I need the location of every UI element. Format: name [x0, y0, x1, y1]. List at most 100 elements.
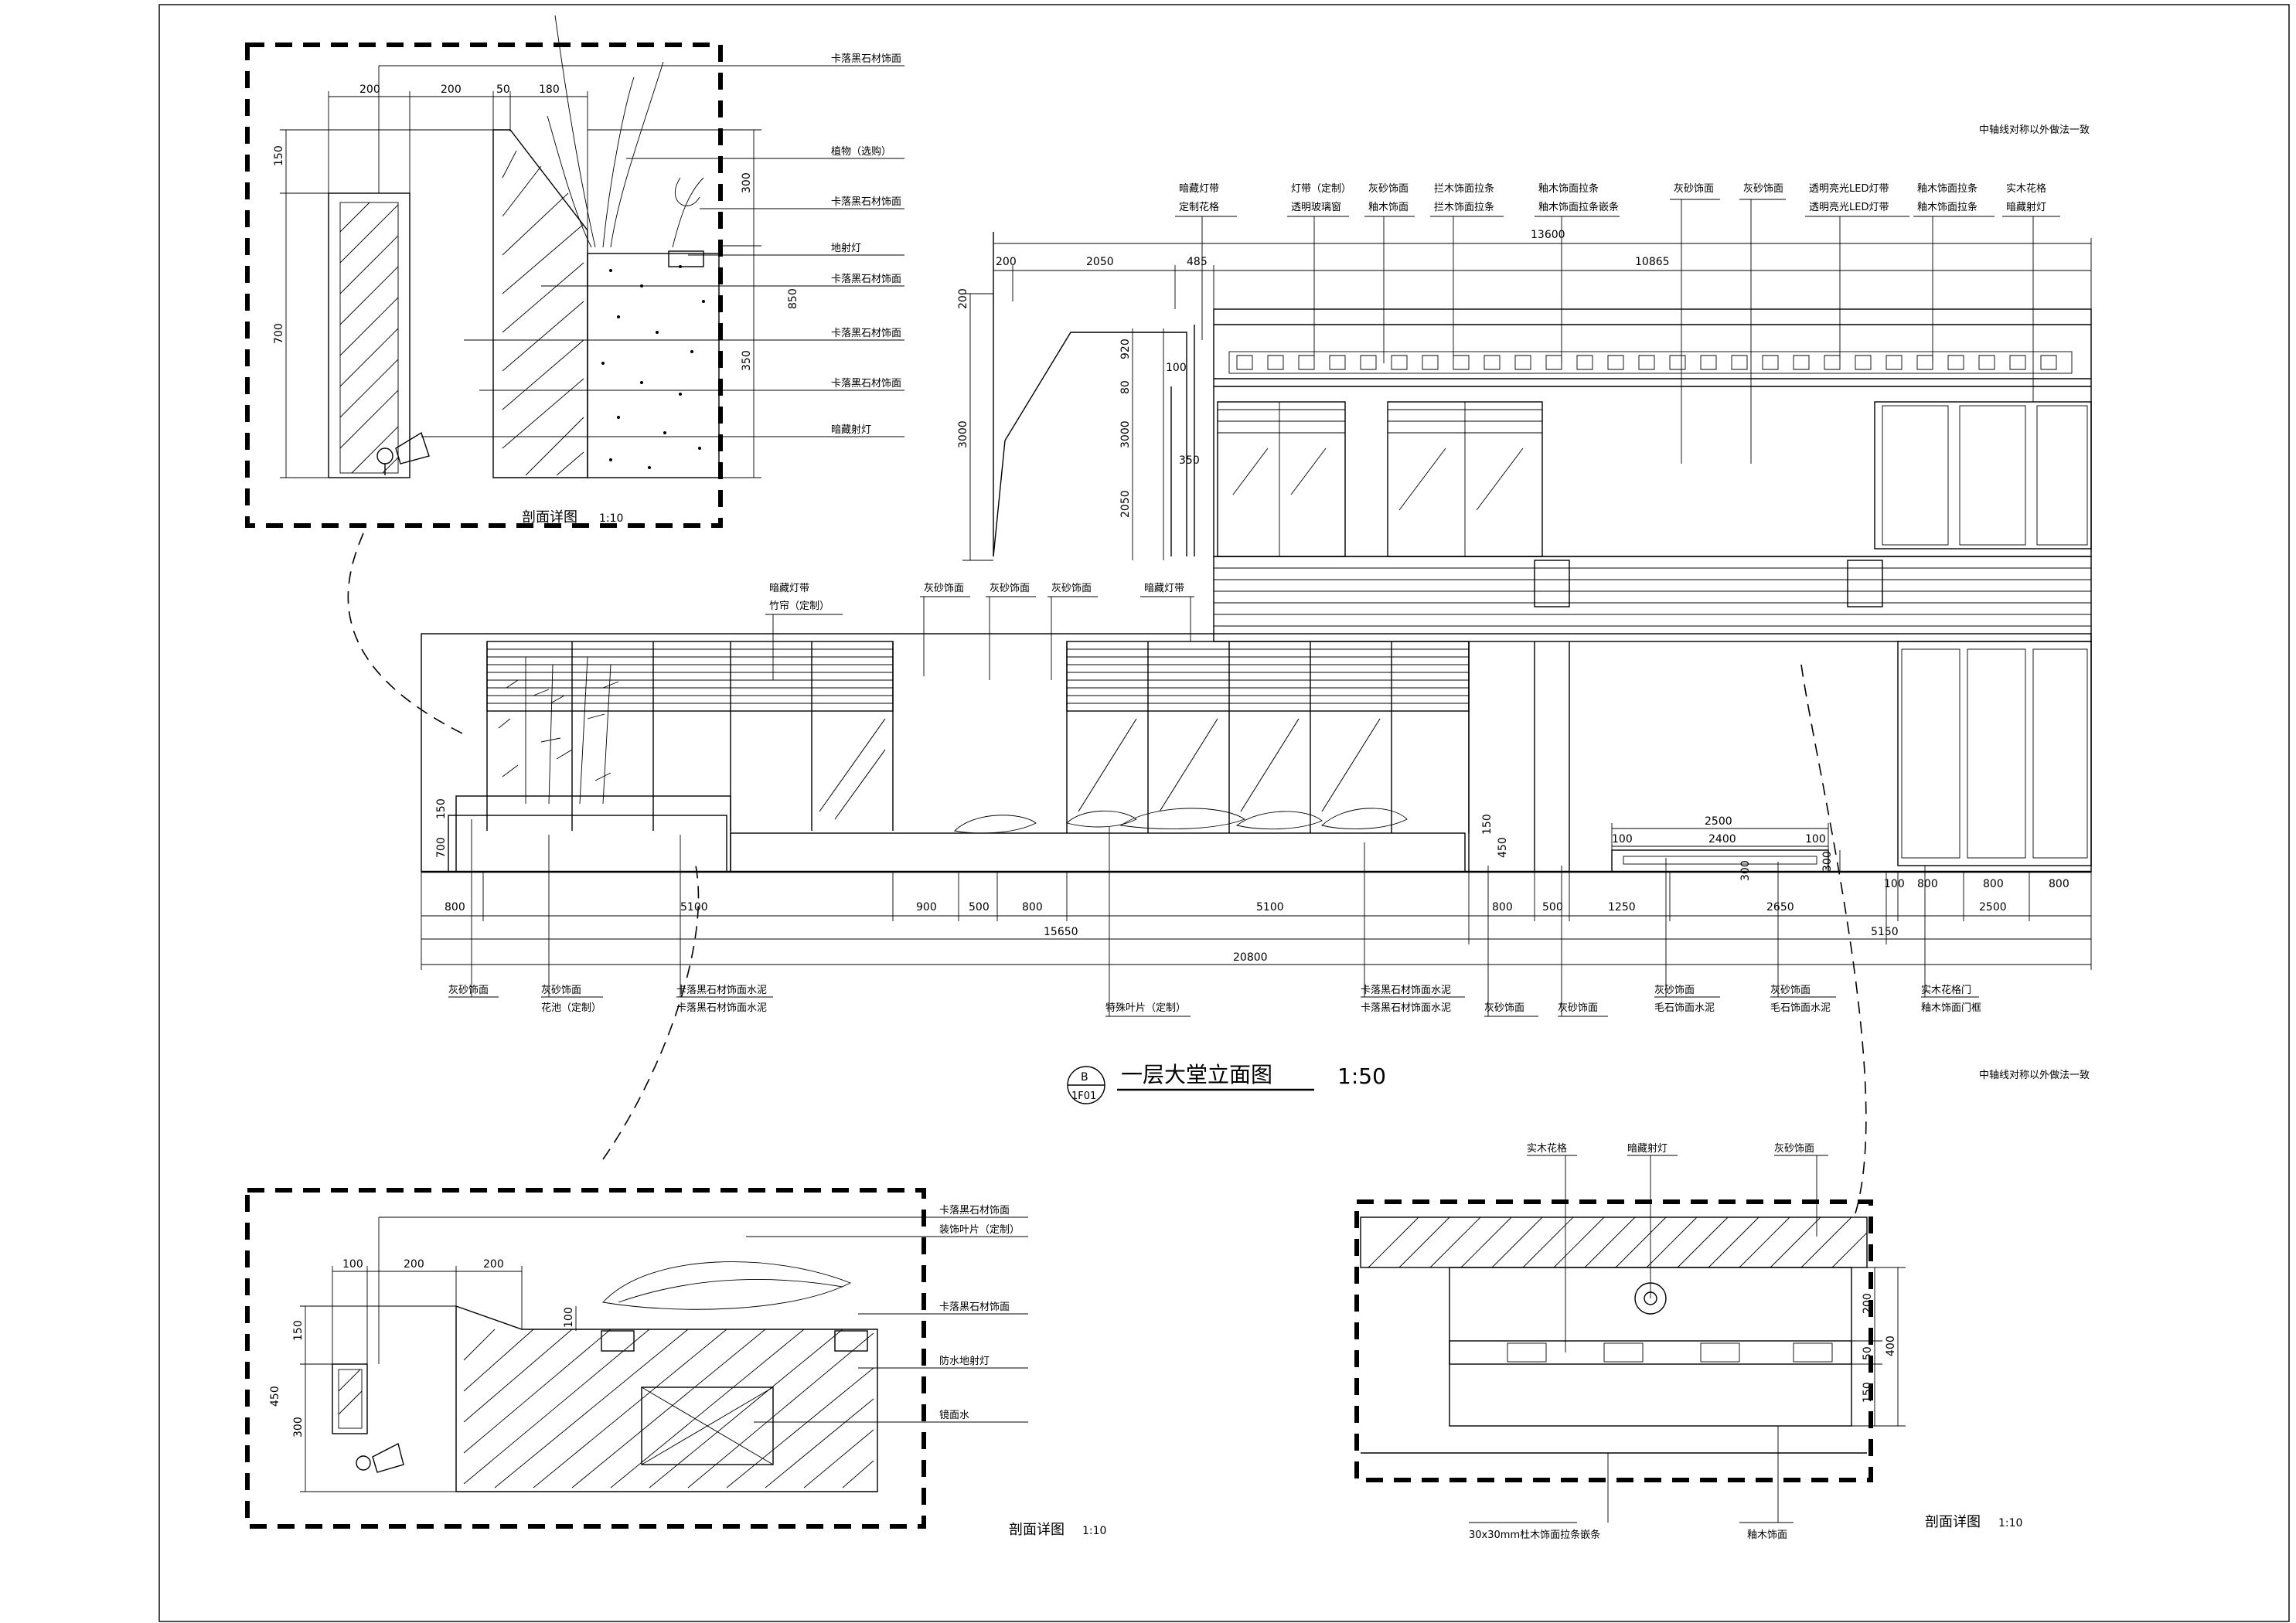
dim-b1-0: 800	[445, 901, 465, 914]
section-tag-sheet: 1F01	[1071, 1091, 1096, 1102]
dim-left-6: 350	[1179, 454, 1200, 467]
dim-tl-3: 50	[496, 83, 510, 96]
top-label-8: 釉木饰面拉条	[1538, 182, 1599, 195]
upper-window-group	[1217, 401, 1543, 557]
bamboo-plants	[498, 656, 619, 805]
dim-bench-2: 2400	[1708, 833, 1736, 846]
dim-tl-right-2: 850	[787, 288, 799, 309]
dim-b-total: 20800	[1233, 951, 1268, 964]
bottom-label-7: 卡落黑石材饰面水泥	[1361, 1002, 1451, 1014]
label-tl-4: 卡落黑石材饰面	[831, 274, 901, 285]
dim-bl-inner: 100	[563, 1307, 575, 1328]
dim-bench-0: 2500	[1705, 815, 1732, 828]
dim-b1-13: 800	[2049, 878, 2069, 890]
dim-top-2: 2050	[1086, 256, 1114, 268]
bottom-label-4: 卡落黑石材饰面水泥	[676, 1002, 767, 1014]
top-label-0: 暗藏灯带	[1179, 183, 1219, 195]
mid-label-1: 竹帘（定制）	[769, 600, 829, 612]
dim-tl-right-3: 350	[741, 350, 753, 371]
note-top-right: 中轴线对称以外做法一致	[1979, 124, 2090, 136]
bottom-label-12: 灰砂饰面	[1770, 985, 1811, 996]
dim-bench-7: 300	[1821, 851, 1834, 872]
dim-bench-1: 100	[1612, 833, 1633, 846]
sheet-border	[158, 4, 2290, 1622]
main-title-block: B 1F01 一层大堂立面图 1:50 中轴线对称以外做法一致	[1067, 1062, 2090, 1104]
bottom-label-13: 毛石饰面水泥	[1770, 1002, 1831, 1014]
dim-bl-left-0: 150	[292, 1320, 305, 1341]
dim-tl-left-1: 150	[273, 145, 285, 166]
dim-tl-2: 200	[441, 83, 462, 96]
dim-b1-1: 5100	[680, 901, 708, 914]
mid-label-5: 暗藏灯带	[1144, 583, 1184, 594]
bottom-label-6: 卡落黑石材饰面水泥	[1361, 985, 1451, 996]
detail-bl-scale: 1:10	[1082, 1525, 1106, 1537]
window-group-right	[1066, 641, 1470, 833]
detail-bl-caption: 剖面详图	[1009, 1522, 1065, 1538]
dim-left-3: 3000	[957, 420, 969, 448]
dim-left-0: 200	[957, 288, 969, 309]
leader-tl	[347, 532, 465, 735]
mid-annotations: 暗藏灯带 竹帘（定制） 灰砂饰面 灰砂饰面 灰砂饰面 暗藏灯带	[765, 583, 1194, 680]
top-label-13: 透明亮光LED灯带	[1809, 201, 1889, 213]
left-height-0: 150	[435, 798, 448, 819]
decorative-leaves	[954, 808, 1408, 834]
top-dimensions: 13600 200 2050 485 10865	[993, 229, 2092, 309]
bottom-label-2: 花池（定制）	[541, 1002, 601, 1014]
top-label-15: 釉木饰面拉条	[1917, 201, 1977, 213]
mid-label-4: 灰砂饰面	[1051, 583, 1092, 594]
dim-br-3: 400	[1885, 1335, 1897, 1356]
dim-b1-5: 5100	[1256, 901, 1284, 914]
mid-label-0: 暗藏灯带	[769, 583, 809, 594]
bottom-label-3: 卡落黑石材饰面水泥	[676, 985, 767, 996]
top-label-17: 暗藏射灯	[2006, 201, 2046, 213]
leader-bl	[602, 865, 700, 1160]
top-annotations: 暗藏灯带 定制花格 灯带（定制） 透明玻璃窗 灰砂饰面 釉木饰面 拦木饰面拉条 …	[1175, 124, 2090, 464]
detail-tl-caption: 剖面详图	[522, 509, 577, 526]
dim-left-4: 3000	[1119, 420, 1132, 448]
dim-left-7: 100	[1166, 362, 1187, 374]
dim-b2-1: 5150	[1871, 926, 1899, 938]
bottom-label-1: 灰砂饰面	[541, 985, 581, 996]
top-label-4: 灰砂饰面	[1368, 183, 1409, 195]
dim-b1-2: 900	[916, 901, 937, 914]
detail-top-left: 200 200 50 180 150 700 300 850 350	[245, 15, 904, 528]
bottom-annotations: 灰砂饰面 灰砂饰面 花池（定制） 卡落黑石材饰面水泥 卡落黑石材饰面水泥 特殊叶…	[448, 819, 1981, 1017]
dim-bl-top-1: 200	[404, 1258, 424, 1271]
detail-tl-scale: 1:10	[599, 512, 623, 525]
dim-left-2: 80	[1119, 380, 1132, 394]
top-label-12: 透明亮光LED灯带	[1809, 182, 1889, 195]
dim-b2-2: 2500	[1979, 901, 2007, 914]
label-tl-7: 暗藏射灯	[831, 424, 871, 436]
dim-tl-right-1: 300	[741, 172, 753, 193]
detail-br-scale: 1:10	[1998, 1517, 2022, 1529]
top-label-5: 釉木饰面	[1368, 202, 1409, 213]
top-label-11: 灰砂饰面	[1743, 183, 1783, 195]
dim-left-1: 920	[1119, 339, 1132, 359]
dim-top-4: 10865	[1635, 256, 1670, 268]
detail-frame-tl	[245, 43, 723, 528]
label-bl-4: 镜面水	[939, 1410, 969, 1421]
top-label-3: 透明玻璃窗	[1291, 201, 1341, 213]
section-tag-letter: B	[1081, 1071, 1088, 1084]
bottom-label-8: 灰砂饰面	[1484, 1002, 1524, 1014]
page-title-scale: 1:50	[1337, 1063, 1386, 1089]
label-br-top-2: 灰砂饰面	[1774, 1143, 1814, 1155]
dim-bl-left-1: 450	[269, 1386, 281, 1407]
label-bl-1: 装饰叶片（定制）	[939, 1224, 1020, 1236]
label-bl-3: 防水地射灯	[939, 1355, 990, 1367]
label-br-bottom-0: 30x30mm杜木饰面拉条嵌条	[1469, 1529, 1600, 1541]
dim-b1-11: 800	[1917, 878, 1938, 890]
dim-b1-8: 1250	[1608, 901, 1636, 914]
label-br-top-0: 实木花格	[1527, 1142, 1567, 1155]
bottom-label-0: 灰砂饰面	[448, 985, 489, 996]
dim-bl-top-2: 200	[483, 1258, 504, 1271]
bottom-label-14: 实木花格门	[1921, 984, 1971, 996]
bottom-label-15: 釉木饰面门框	[1921, 1002, 1981, 1014]
dim-b1-3: 500	[969, 901, 990, 914]
dim-b1-4: 800	[1022, 901, 1043, 914]
left-dimensions: 200 920 80 3000 3000 2050 350 100 150 70…	[435, 288, 1200, 858]
dim-b1-10: 100	[1884, 878, 1905, 890]
detail-bottom-right: 200 50 150 400 实木花格 暗藏射灯 灰砂饰面 30x30mm杜木饰…	[1354, 1142, 2022, 1541]
label-tl-6: 卡落黑石材饰面	[831, 378, 901, 390]
